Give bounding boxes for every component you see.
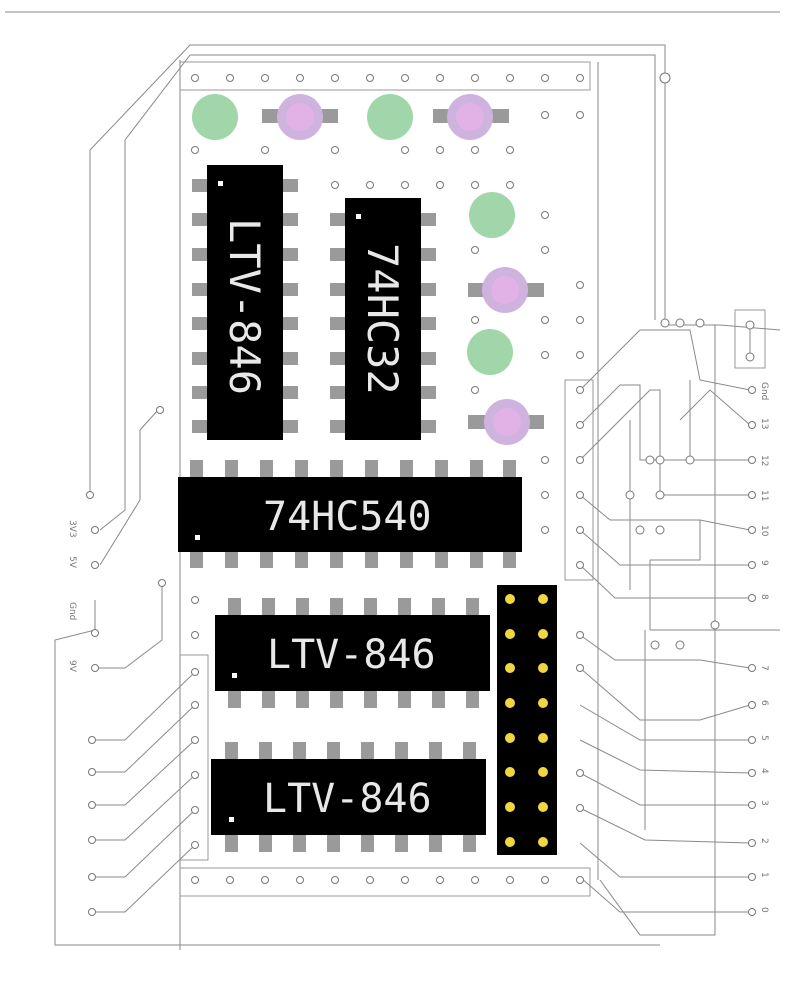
green-led: [367, 94, 413, 140]
label-gnd-right: Gnd: [759, 382, 769, 400]
chip-ltv846-middle: LTV-846: [215, 598, 490, 708]
label-9v: 9V: [67, 660, 77, 673]
label-pin-11: 11: [759, 490, 769, 501]
green-led: [469, 192, 515, 238]
chip-label: LTV-846: [263, 776, 432, 822]
label-pin-0: 0: [759, 907, 769, 913]
label-pin-3: 3: [759, 800, 769, 806]
digital-pin-labels: Gnd 13 12 11 10 9 8 7 6 5 4 3 2 1 0: [759, 382, 769, 913]
chip-label: LTV-846: [220, 218, 269, 395]
label-pin-4: 4: [759, 768, 769, 774]
label-pin-13: 13: [759, 418, 769, 429]
right-wires: [579, 329, 751, 913]
label-5v: 5V: [67, 556, 77, 569]
green-led: [192, 94, 238, 140]
pin-header: [497, 585, 557, 855]
label-pin-10: 10: [759, 525, 769, 537]
label-pin-5: 5: [759, 735, 769, 741]
label-pin-7: 7: [759, 665, 769, 671]
chip-label: LTV-846: [267, 632, 436, 678]
label-pin-9: 9: [759, 560, 769, 566]
green-led: [467, 329, 513, 375]
hole-grid: [86, 72, 756, 916]
label-gnd-left: Gnd: [67, 602, 77, 620]
label-pin-6: 6: [759, 700, 769, 706]
led-row-top: [192, 94, 509, 140]
label-3v3: 3V3: [67, 520, 77, 538]
label-pin-1: 1: [759, 872, 769, 878]
chip-74hc540: 74HC540: [178, 460, 522, 568]
chip-74hc32: 74HC32: [330, 198, 436, 440]
chip-ltv846-bottom: LTV-846: [211, 742, 486, 852]
label-pin-12: 12: [759, 455, 769, 466]
led-column-right: [467, 192, 544, 445]
chip-ltv846-top: LTV-846: [192, 165, 298, 440]
power-labels: 3V3 5V Gnd 9V: [67, 520, 77, 673]
chip-label: 74HC32: [358, 243, 407, 395]
label-pin-8: 8: [759, 594, 769, 600]
label-pin-2: 2: [759, 838, 769, 844]
left-wires: [92, 671, 196, 913]
chip-label: 74HC540: [263, 494, 432, 540]
